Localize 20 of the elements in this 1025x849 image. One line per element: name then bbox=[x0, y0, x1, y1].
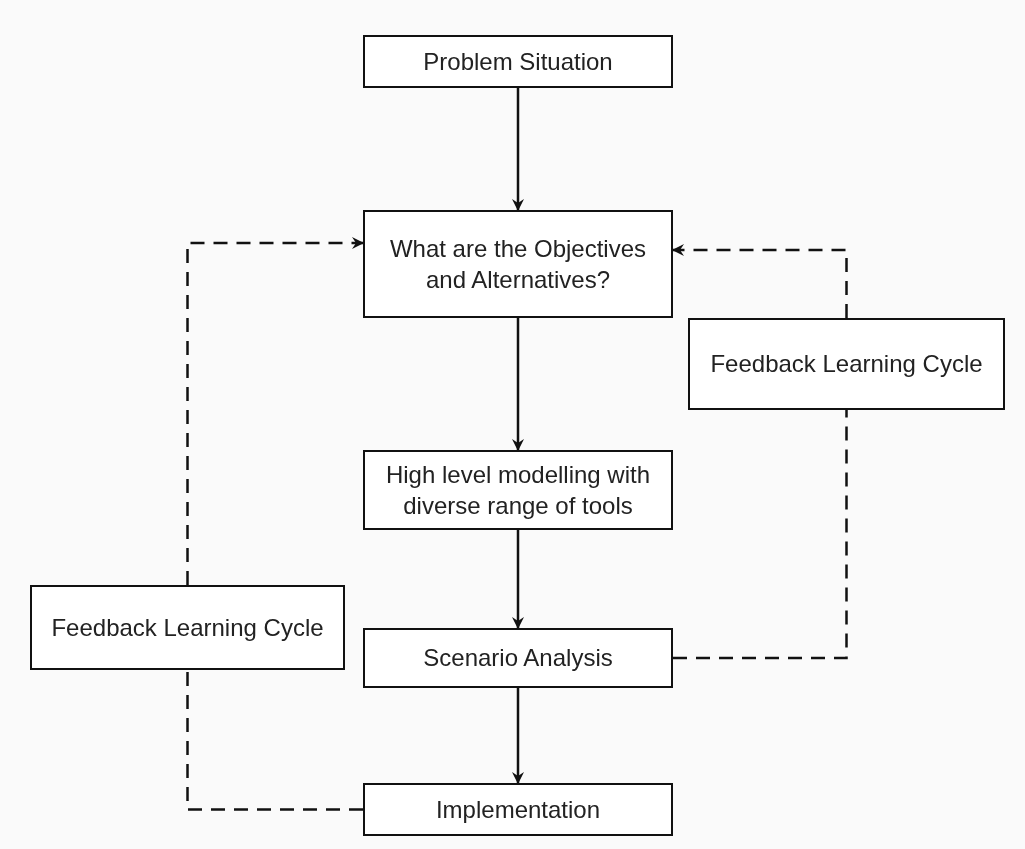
step-text: Problem Situation bbox=[423, 46, 613, 77]
dashed-arrow bbox=[672, 244, 848, 318]
arrow bbox=[512, 530, 524, 629]
process-box bbox=[363, 35, 673, 88]
process-box bbox=[688, 318, 1005, 410]
process-box bbox=[363, 628, 673, 688]
process-box bbox=[363, 210, 673, 318]
step-text: Feedback Learning Cycle bbox=[710, 349, 983, 380]
arrow bbox=[512, 688, 524, 784]
step-text: High level modelling with diverse range of tools bbox=[384, 459, 652, 521]
step-text: What are the Objectives and Alternatives? bbox=[388, 233, 648, 295]
step-text: Scenario Analysis bbox=[423, 643, 613, 674]
dashed-arrow bbox=[186, 237, 364, 585]
step-text: Implementation bbox=[435, 794, 601, 825]
process-box bbox=[30, 585, 345, 670]
arrow bbox=[512, 318, 524, 451]
process-box bbox=[363, 783, 673, 836]
process-box bbox=[363, 450, 673, 530]
arrow bbox=[512, 88, 524, 211]
step-text: Feedback Learning Cycle bbox=[51, 612, 324, 643]
